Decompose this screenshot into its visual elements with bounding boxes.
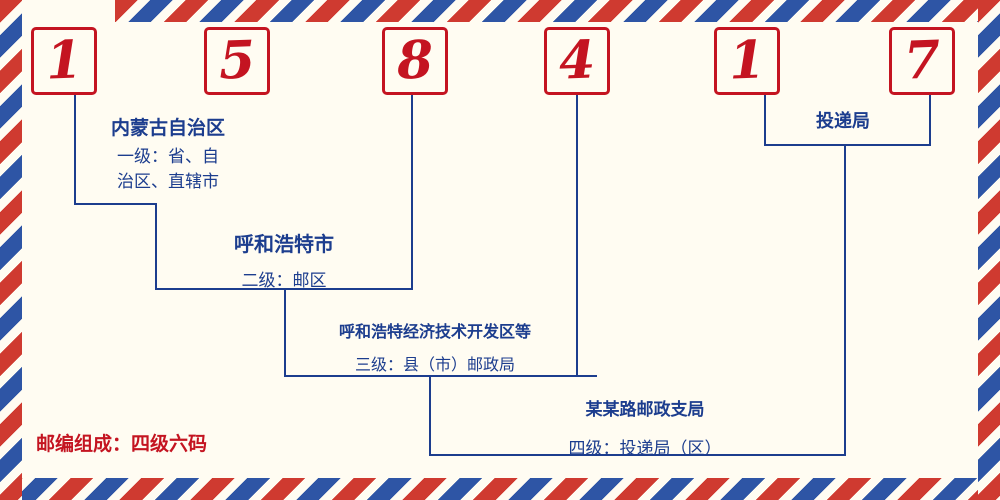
digit-box-4: 4 bbox=[544, 27, 610, 95]
delivery-title: 投递局 bbox=[816, 111, 870, 131]
connector-digit3-descender bbox=[411, 95, 413, 290]
label-level4: 某某路邮政支局 四级：投递局（区） bbox=[493, 395, 797, 459]
digit-box-2: 5 bbox=[204, 27, 270, 95]
level1-desc-line1: 一级：省、自 bbox=[117, 147, 219, 166]
level1-title: 内蒙古自治区 bbox=[110, 118, 225, 139]
digit-box-5: 1 bbox=[714, 27, 780, 95]
digit-box-3: 8 bbox=[382, 27, 448, 95]
digit-6: 7 bbox=[902, 29, 942, 92]
connector-digit4-descender bbox=[576, 95, 578, 377]
connector-level3-underline bbox=[284, 375, 597, 377]
label-level1: 内蒙古自治区 一级：省、自 治区、直辖市 bbox=[70, 113, 266, 194]
connector-level4-underline bbox=[429, 454, 846, 456]
connector-digit1-descender bbox=[74, 95, 76, 205]
level4-desc: 四级：投递局（区） bbox=[568, 439, 722, 458]
label-level2: 呼和浩特市 二级：邮区 bbox=[178, 228, 390, 291]
digit-4: 4 bbox=[557, 29, 597, 92]
level1-desc-line2: 治区、直辖市 bbox=[117, 172, 219, 191]
airmail-stripe-top bbox=[115, 0, 1000, 22]
digit-box-6: 7 bbox=[889, 27, 955, 95]
digit-5: 1 bbox=[727, 29, 767, 92]
airmail-stripe-right bbox=[978, 0, 1000, 500]
level4-title: 某某路邮政支局 bbox=[585, 400, 705, 419]
connector-delivery-to-level4 bbox=[844, 145, 846, 456]
level2-title: 呼和浩特市 bbox=[234, 234, 334, 256]
composition-note: 邮编组成：四级六码 bbox=[36, 434, 208, 455]
level3-title: 呼和浩特经济技术开发区等 bbox=[338, 324, 531, 341]
digit-1: 1 bbox=[44, 29, 84, 92]
connector-step-level2-level3 bbox=[284, 288, 286, 377]
label-level3: 呼和浩特经济技术开发区等 三级：县（市）邮政局 bbox=[283, 318, 587, 375]
connector-delivery-underline bbox=[764, 144, 931, 146]
connector-digit5-descender bbox=[764, 95, 766, 146]
level3-desc: 三级：县（市）邮政局 bbox=[354, 357, 515, 374]
connector-digit6-descender bbox=[929, 95, 931, 146]
label-delivery-office: 投递局 bbox=[783, 107, 903, 133]
airmail-stripe-bottom bbox=[0, 478, 1000, 500]
digit-3: 8 bbox=[395, 29, 435, 92]
connector-step-level1-level2 bbox=[155, 203, 157, 290]
digit-box-1: 1 bbox=[31, 27, 97, 95]
digit-2: 5 bbox=[217, 29, 257, 92]
connector-level1-underline bbox=[74, 203, 157, 205]
airmail-stripe-left bbox=[0, 0, 22, 500]
connector-step-level3-level4 bbox=[429, 375, 431, 456]
level2-desc: 二级：邮区 bbox=[241, 271, 327, 290]
